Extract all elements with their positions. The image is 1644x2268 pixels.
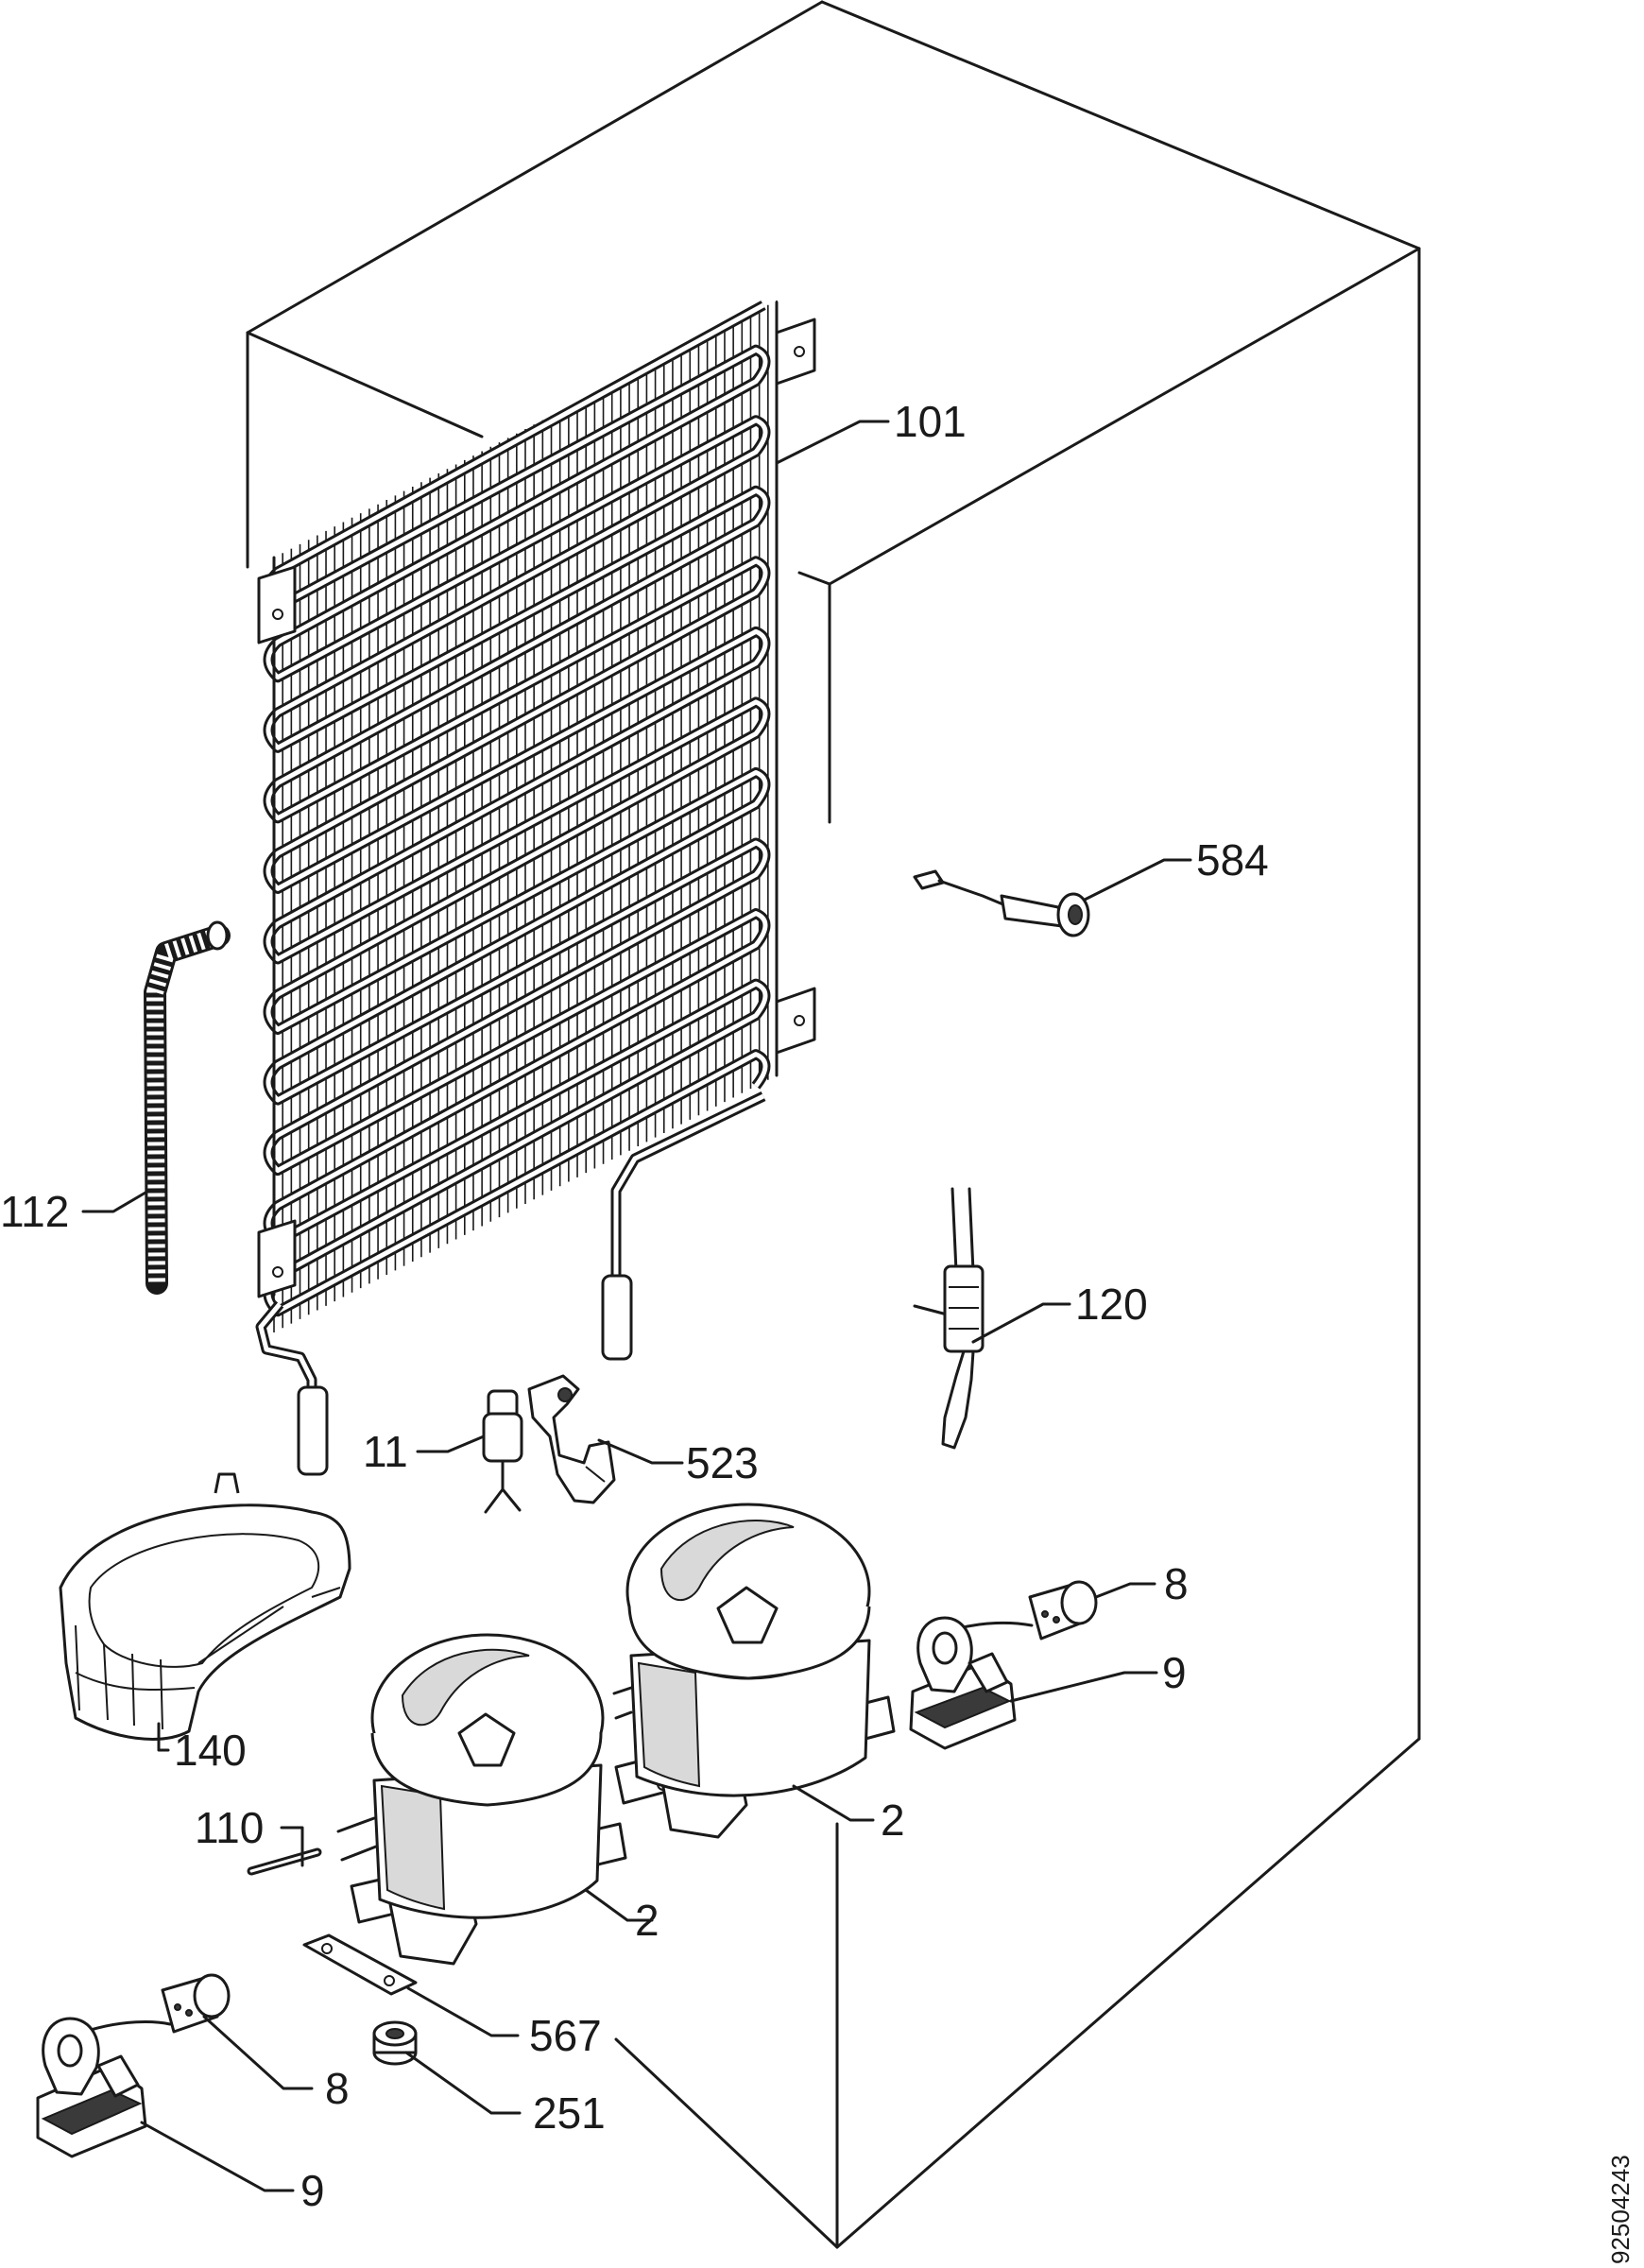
- compressor-lower: [336, 1633, 627, 1966]
- label-relay-upper: 8: [1164, 1559, 1189, 1608]
- label-heater-wire: 120: [1075, 1280, 1148, 1329]
- condenser-bracket-top-left: [257, 565, 297, 644]
- leader-lines: [81, 420, 1192, 2192]
- label-dryer-filter: 11: [363, 1427, 408, 1476]
- label-bracket: 523: [686, 1438, 759, 1487]
- label-condenser: 101: [894, 397, 967, 446]
- label-tube: 110: [195, 1803, 264, 1852]
- compressor-upper: [612, 1503, 896, 1839]
- condenser-bracket-bottom-left: [257, 1219, 297, 1298]
- relay-clip-upper: [909, 1616, 1017, 1750]
- starter-relay-upper: [954, 1580, 1098, 1641]
- label-grommet: 251: [533, 2088, 606, 2138]
- dryer-filter: [482, 1389, 523, 1514]
- label-drain-hose: 112: [0, 1187, 69, 1236]
- label-compressor-lower: 2: [635, 1896, 659, 1945]
- label-clip-upper: 9: [1162, 1648, 1187, 1697]
- label-drip-tray: 140: [174, 1726, 247, 1775]
- heater-wire-assembly: [913, 1187, 985, 1450]
- label-relay-lower: 8: [325, 2064, 350, 2113]
- drip-tray: [59, 1472, 351, 1741]
- part-labels: 101 112 584 120 11 523 140 8 9 2 110 2 5…: [0, 397, 1269, 2215]
- label-thermal-fuse: 584: [1196, 835, 1269, 885]
- mounting-plate: [302, 1933, 418, 1996]
- filter-bracket: [527, 1374, 616, 1504]
- process-tube: [247, 1847, 322, 1876]
- thermal-fuse: [913, 869, 1090, 937]
- starter-relay-lower: [89, 1973, 231, 2034]
- label-compressor-upper: 2: [881, 1796, 905, 1845]
- cabinet-outline: [246, 0, 1421, 2249]
- condenser-bracket-top-right: [775, 318, 816, 386]
- condenser-coil: [255, 301, 816, 1476]
- label-clip-lower: 9: [300, 2166, 325, 2215]
- relay-clip-lower: [36, 2017, 147, 2158]
- drain-hose: [144, 920, 231, 1295]
- condenser-bracket-mid-right: [775, 987, 816, 1055]
- rubber-grommet: [372, 2020, 418, 2066]
- label-mount-plate: 567: [529, 2011, 602, 2060]
- document-id: 92504243: [1606, 2155, 1635, 2264]
